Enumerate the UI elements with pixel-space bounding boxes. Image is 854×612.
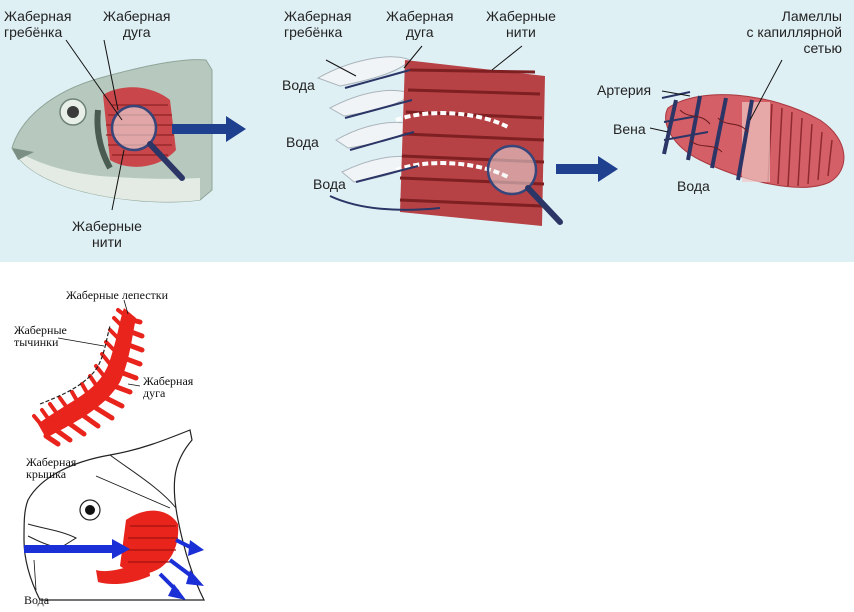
fish-outline-illustration (23, 429, 205, 601)
label-gill-filaments-2: Жаберные нити (486, 8, 556, 40)
gill-arch-illustration (32, 299, 145, 447)
label-gill-raker-2: Жаберная гребёнка (284, 8, 352, 40)
lamella-illustration (649, 59, 845, 188)
flow-arrow-2 (556, 156, 618, 182)
label-water-lamella: Вода (677, 178, 710, 194)
label-gill-arch-1: Жаберная дуга (103, 8, 171, 40)
label-gill-raker-1: Жаберная гребёнка (4, 8, 72, 40)
water-inflow-arrow (24, 539, 130, 559)
label-water-3: Вода (313, 176, 346, 192)
label-vein: Вена (613, 121, 646, 137)
label-gill-rakers: Жаберные тычинки (14, 323, 67, 349)
label-water-1: Вода (282, 77, 315, 93)
label-operculum: Жаберная крышка (26, 455, 77, 481)
label-artery: Артерия (597, 82, 652, 98)
label-gill-filaments-1: Жаберные нити (72, 218, 142, 250)
fish-head-illustration (11, 39, 213, 211)
label-water-2: Вода (286, 134, 319, 150)
flow-arrow-1 (172, 116, 246, 142)
label-gill-arch-2: Жаберная дуга (386, 8, 454, 40)
label-gill-arch-bottom: Жаберная дуга (143, 374, 194, 400)
label-gill-petals: Жаберные лепестки (66, 288, 169, 302)
label-water-bottom: Вода (24, 593, 50, 607)
gill-arch-detail-illustration (316, 45, 563, 226)
label-lamellae: Ламеллы с капиллярной сетью (746, 8, 842, 56)
